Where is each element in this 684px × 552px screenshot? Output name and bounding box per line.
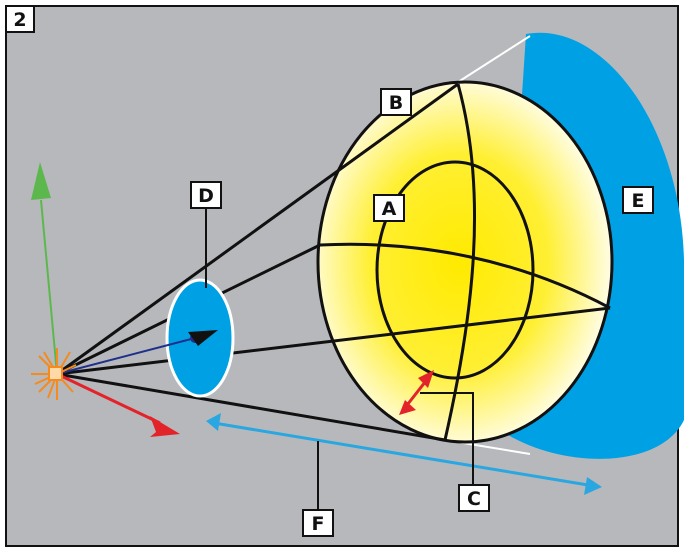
y-axis-line bbox=[40, 199, 58, 375]
beam-line bbox=[56, 306, 611, 376]
callout-d: D bbox=[190, 181, 222, 209]
z-axis-arrowhead bbox=[188, 330, 218, 346]
figure-number-box bbox=[5, 5, 35, 33]
leader-lines bbox=[205, 208, 474, 510]
callout-f-text: F bbox=[312, 513, 325, 535]
spot-light-icon bbox=[31, 348, 77, 400]
callout-f: F bbox=[302, 509, 334, 537]
callout-c-text: C bbox=[467, 488, 481, 510]
beam-line bbox=[56, 82, 459, 376]
callout-e: E bbox=[622, 186, 654, 214]
disk-vertical-arc bbox=[443, 83, 477, 441]
beam-line bbox=[56, 372, 446, 442]
callout-b: B bbox=[380, 88, 412, 116]
figure-number: 2 bbox=[13, 9, 26, 31]
beam-lines bbox=[56, 82, 611, 442]
disk-horizontal-arc bbox=[319, 242, 611, 310]
y-axis-arrowhead bbox=[31, 162, 51, 200]
callout-d-text: D bbox=[198, 185, 214, 207]
penumbra-arrowhead-top bbox=[418, 370, 434, 388]
disk-edge-top bbox=[454, 35, 531, 85]
inner-cone-ellipse bbox=[375, 160, 535, 380]
callout-a: A bbox=[373, 194, 405, 222]
range-arrowhead-end bbox=[584, 477, 602, 495]
penumbra-arrowhead-bottom bbox=[399, 400, 416, 415]
z-axis-line bbox=[56, 337, 196, 375]
leader-c bbox=[420, 392, 474, 485]
x-axis-line bbox=[56, 372, 161, 425]
callout-b-text: B bbox=[389, 92, 403, 114]
x-axis-arrowhead bbox=[150, 416, 180, 437]
callout-c: C bbox=[458, 484, 490, 512]
range-arrowhead-start bbox=[206, 413, 221, 431]
callout-e-text: E bbox=[632, 190, 645, 212]
range-arrow-line bbox=[213, 421, 595, 488]
lit-disk bbox=[316, 80, 614, 444]
callout-a-text: A bbox=[382, 198, 397, 220]
